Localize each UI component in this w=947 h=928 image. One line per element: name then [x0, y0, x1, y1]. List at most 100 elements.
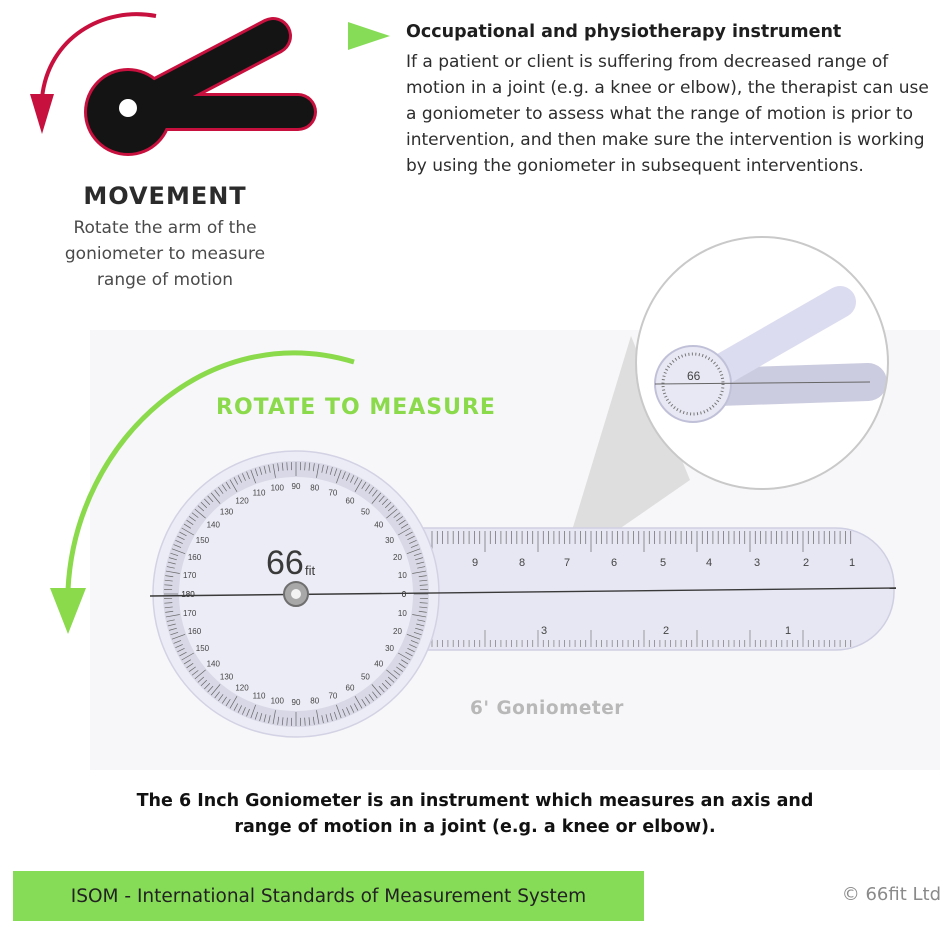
brand-suffix: fit	[305, 563, 316, 578]
ruler-number: 9	[472, 557, 478, 569]
dial-tick	[167, 561, 176, 565]
dial-tick	[229, 696, 238, 709]
isom-banner: ISOM - International Standards of Measur…	[13, 871, 644, 921]
dial-number: 90	[292, 698, 301, 707]
dial-number: 60	[346, 496, 355, 505]
dial-tick	[181, 652, 194, 661]
dial-tick	[233, 703, 239, 711]
rotation-arrow-icon	[40, 12, 157, 99]
dial-number: 40	[374, 659, 383, 668]
dial-tick	[384, 502, 392, 509]
dial-tick	[418, 610, 427, 613]
dial-tick	[165, 570, 180, 574]
dial-tick	[164, 602, 173, 604]
dial-tick	[325, 714, 329, 723]
dial-tick	[354, 479, 363, 492]
product-name: 6' Goniometer	[470, 698, 624, 719]
dial-tick	[381, 498, 388, 506]
ruler-number: 1	[849, 557, 855, 569]
dial-number: 130	[220, 673, 234, 682]
dial-tick	[321, 715, 324, 724]
dial-ticks	[164, 462, 428, 726]
ruler-number: 4	[706, 557, 712, 569]
dial-tick	[419, 579, 428, 582]
dial-tick	[179, 651, 187, 657]
dial-tick	[175, 644, 183, 649]
dial-tick	[277, 463, 280, 472]
dial-tick	[333, 468, 338, 477]
dial-number: 120	[235, 684, 249, 693]
zoom-brand-label: 66	[687, 369, 701, 383]
dial-number: 170	[183, 609, 197, 618]
dial-tick	[333, 711, 338, 720]
dial-tick	[200, 679, 208, 686]
dial-tick	[281, 462, 284, 471]
dial-tick	[353, 703, 359, 711]
dial-tick	[417, 566, 426, 569]
dial-number: 70	[328, 489, 337, 498]
dial-tick	[336, 704, 342, 719]
dial-tick	[336, 469, 342, 484]
dial-tick	[183, 659, 192, 665]
dial-tick	[197, 505, 205, 512]
info-body: If a patient or client is suffering from…	[406, 52, 929, 176]
dial-tick	[361, 698, 367, 707]
dial-tick	[246, 471, 250, 480]
dial-tick	[171, 548, 186, 554]
dial-tick	[272, 710, 276, 725]
arm-ruler-ticks	[431, 531, 852, 647]
dial-tick	[386, 669, 398, 680]
dial-number: 100	[271, 484, 285, 493]
dial-tick	[191, 512, 199, 518]
ruler-number: 2	[803, 557, 809, 569]
ruler-number: 5	[660, 557, 666, 569]
dial-tick	[368, 487, 374, 494]
triangle-bullet-icon	[348, 22, 390, 50]
dial-tick	[416, 623, 425, 627]
dial-number: 80	[310, 696, 319, 705]
ruler-number: 7	[564, 557, 570, 569]
dial-tick	[237, 475, 242, 483]
dial-tick	[164, 606, 173, 609]
dial-tick	[329, 467, 333, 475]
dial-tick	[254, 468, 259, 477]
dial-number: 150	[196, 536, 210, 545]
dial-tick	[325, 465, 329, 474]
dial-number: 10	[398, 609, 407, 618]
dial-tick	[277, 716, 280, 725]
dial-tick	[361, 481, 367, 490]
ruler-number: 3	[754, 557, 760, 569]
dial-tick	[186, 519, 194, 525]
dial-tick	[194, 508, 206, 519]
dial-tick	[250, 704, 256, 719]
dial-tick	[204, 682, 211, 690]
dial-tick	[170, 552, 179, 557]
dial-tick	[218, 487, 224, 494]
dial-tick	[173, 640, 182, 644]
dial-tick	[210, 492, 221, 504]
dial-tick	[194, 669, 206, 680]
dial-number: 160	[188, 627, 202, 636]
dial-tick	[321, 464, 324, 473]
dial-tick	[268, 715, 271, 724]
dial-tick	[241, 473, 246, 481]
dial-tick	[281, 717, 284, 726]
dial-tick	[169, 557, 177, 561]
dial-tick	[214, 691, 220, 699]
dial-number: 100	[271, 696, 285, 705]
dial-number: 160	[188, 553, 202, 562]
info-title: Occupational and physiotherapy instrumen…	[406, 22, 842, 42]
dial-tick	[407, 648, 415, 653]
dial-tick	[308, 717, 311, 726]
dial-tick	[412, 570, 427, 574]
dial-tick	[406, 548, 421, 554]
rotate-arrow-icon	[65, 350, 355, 591]
dial-tick	[410, 640, 419, 644]
dial-number: 110	[253, 489, 266, 498]
dial-number: 180	[181, 590, 195, 599]
dial-number: 50	[361, 673, 370, 682]
dial-tick	[405, 651, 413, 657]
